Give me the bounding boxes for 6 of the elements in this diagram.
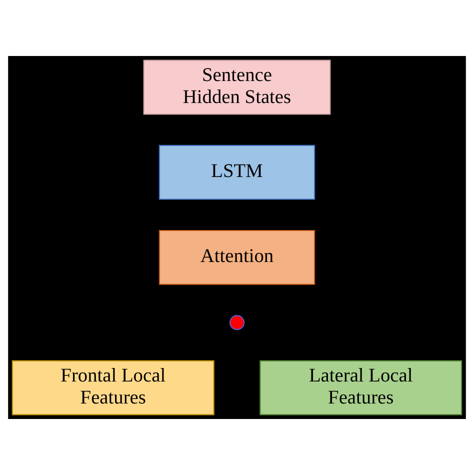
node-box: Attention — [158, 229, 316, 284]
node-box: Sentence Hidden States — [143, 59, 331, 114]
node-box: Frontal Local Features — [12, 360, 214, 415]
node-box: Lateral Local Features — [260, 360, 462, 415]
node-box: LSTM — [158, 144, 316, 200]
node-circle — [229, 314, 245, 330]
